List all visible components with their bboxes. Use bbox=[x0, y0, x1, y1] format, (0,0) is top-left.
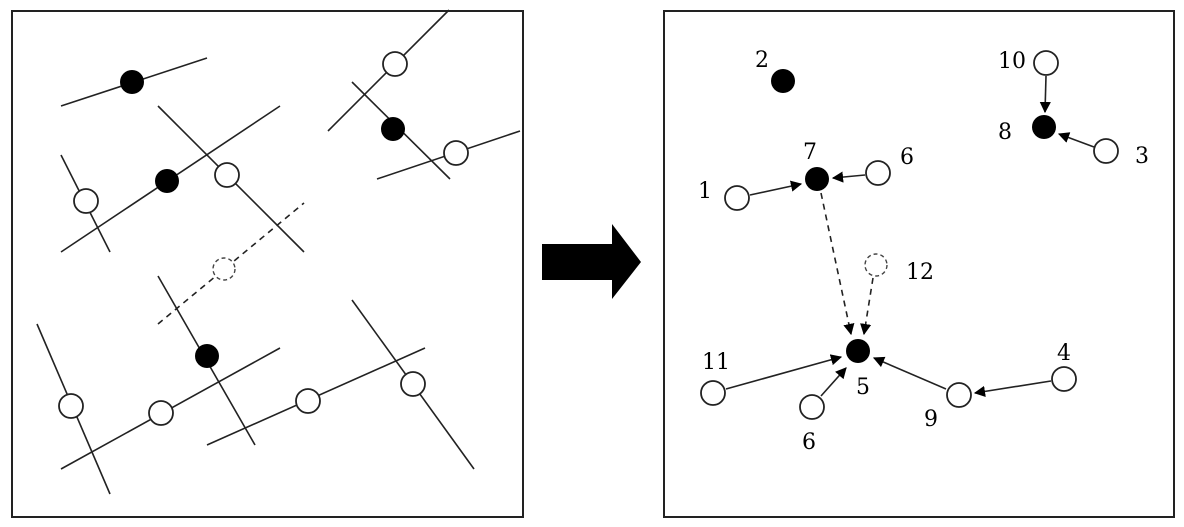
edge-1-7 bbox=[749, 180, 803, 196]
edge-9-5 bbox=[872, 356, 947, 390]
left-panel-frame bbox=[11, 10, 524, 518]
edge-3-8 bbox=[1057, 132, 1095, 148]
node-5 bbox=[846, 339, 870, 363]
open-point bbox=[443, 140, 469, 166]
filled-point bbox=[120, 70, 144, 94]
open-point bbox=[73, 188, 99, 214]
node-9 bbox=[946, 382, 972, 408]
label-6-lower: 6 bbox=[802, 430, 816, 455]
node-12-dashed bbox=[864, 253, 888, 277]
label-11: 11 bbox=[702, 350, 730, 375]
open-point bbox=[214, 162, 240, 188]
filled-point bbox=[155, 169, 179, 193]
node-6-upper bbox=[865, 160, 891, 186]
node-8 bbox=[1032, 115, 1056, 139]
right-arrow-icon bbox=[542, 224, 641, 299]
label-2: 2 bbox=[755, 48, 769, 73]
label-1: 1 bbox=[698, 179, 712, 204]
node-6-lower bbox=[799, 394, 825, 420]
node-4 bbox=[1051, 366, 1077, 392]
right-panel: 2 10 8 3 7 6 1 12 5 11 6 9 4 bbox=[663, 10, 1175, 518]
label-9: 9 bbox=[924, 407, 938, 432]
open-point bbox=[148, 400, 174, 426]
edge-7-5-dashed bbox=[820, 192, 855, 336]
node-7 bbox=[805, 167, 829, 191]
left-panel bbox=[11, 9, 524, 518]
dashed-line bbox=[157, 202, 305, 325]
label-5: 5 bbox=[856, 375, 870, 400]
label-3: 3 bbox=[1135, 144, 1149, 169]
label-6-upper: 6 bbox=[900, 145, 914, 170]
edge-11-5 bbox=[725, 354, 843, 390]
label-7: 7 bbox=[803, 140, 817, 165]
node-2 bbox=[771, 69, 795, 93]
label-12: 12 bbox=[906, 260, 934, 285]
edge-4-9 bbox=[973, 380, 1052, 397]
label-10: 10 bbox=[998, 49, 1026, 74]
open-point bbox=[382, 51, 408, 77]
edge-6-5 bbox=[820, 367, 847, 397]
dashed-point bbox=[212, 257, 236, 281]
label-8: 8 bbox=[998, 120, 1012, 145]
filled-point bbox=[381, 117, 405, 141]
open-point bbox=[295, 388, 321, 414]
node-10 bbox=[1033, 50, 1059, 76]
open-point bbox=[400, 371, 426, 397]
edge-6-7 bbox=[831, 171, 866, 183]
edge-10-8 bbox=[1039, 75, 1051, 114]
edge-12-5-dashed bbox=[860, 277, 874, 336]
right-panel-frame bbox=[663, 10, 1175, 518]
filled-point bbox=[195, 344, 219, 368]
node-3 bbox=[1093, 138, 1119, 164]
node-11 bbox=[700, 380, 726, 406]
node-1 bbox=[724, 185, 750, 211]
label-4: 4 bbox=[1057, 341, 1071, 366]
open-point bbox=[58, 393, 84, 419]
